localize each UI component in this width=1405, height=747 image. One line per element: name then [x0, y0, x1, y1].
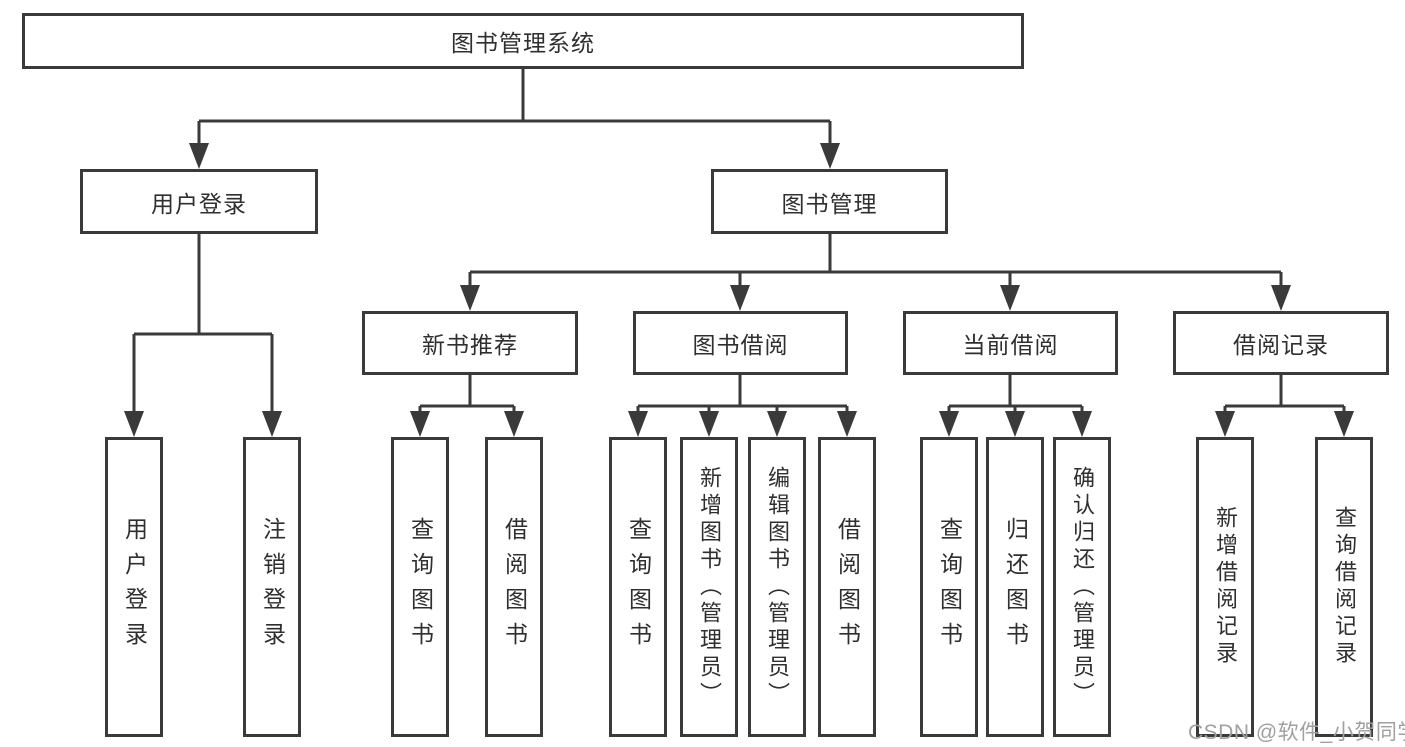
leaf-user-login: 用户登录	[105, 437, 163, 737]
watermark: CSDN @软件_小贺同学	[1188, 721, 1405, 744]
node-book-borrow: 图书借阅	[633, 311, 848, 375]
leaf-add-book-admin-label: 新增图书（管理员）	[697, 465, 722, 709]
node-new-book-recommend: 新书推荐	[362, 311, 578, 375]
leaf-query-book-current: 查询图书	[920, 437, 978, 737]
leaf-add-borrow-record: 新增借阅记录	[1196, 437, 1254, 737]
leaf-add-book-admin: 新增图书（管理员）	[680, 437, 738, 737]
leaf-user-login-label: 用户登录	[121, 517, 148, 657]
leaf-edit-book-admin: 编辑图书（管理员）	[748, 437, 806, 737]
leaf-confirm-return-admin-label: 确认归还（管理员）	[1070, 465, 1095, 709]
leaf-query-book-borrow: 查询图书	[609, 437, 667, 737]
leaf-query-book-current-label: 查询图书	[936, 517, 963, 657]
node-library-system: 图书管理系统	[22, 13, 1024, 69]
leaf-query-book-recommend-label: 查询图书	[407, 517, 434, 657]
leaf-query-borrow-record: 查询借阅记录	[1315, 437, 1373, 737]
leaf-logout-label: 注销登录	[259, 517, 286, 657]
node-user-login: 用户登录	[80, 169, 318, 234]
node-book-management: 图书管理	[711, 169, 948, 234]
leaf-return-book-label: 归还图书	[1002, 517, 1029, 657]
leaf-query-borrow-record-label: 查询借阅记录	[1332, 506, 1357, 668]
leaf-query-book-borrow-label: 查询图书	[625, 517, 652, 657]
leaf-borrow-book-recommend: 借阅图书	[485, 437, 543, 737]
leaf-confirm-return-admin: 确认归还（管理员）	[1053, 437, 1111, 737]
leaf-borrow-book: 借阅图书	[818, 437, 876, 737]
leaf-borrow-book-recommend-label: 借阅图书	[501, 517, 528, 657]
leaf-return-book: 归还图书	[986, 437, 1044, 737]
node-current-borrow: 当前借阅	[903, 311, 1118, 375]
leaf-add-borrow-record-label: 新增借阅记录	[1213, 506, 1238, 668]
leaf-edit-book-admin-label: 编辑图书（管理员）	[765, 465, 790, 709]
node-borrow-records: 借阅记录	[1173, 311, 1389, 375]
leaf-logout: 注销登录	[243, 437, 301, 737]
leaf-borrow-book-label: 借阅图书	[834, 517, 861, 657]
leaf-query-book-recommend: 查询图书	[391, 437, 449, 737]
